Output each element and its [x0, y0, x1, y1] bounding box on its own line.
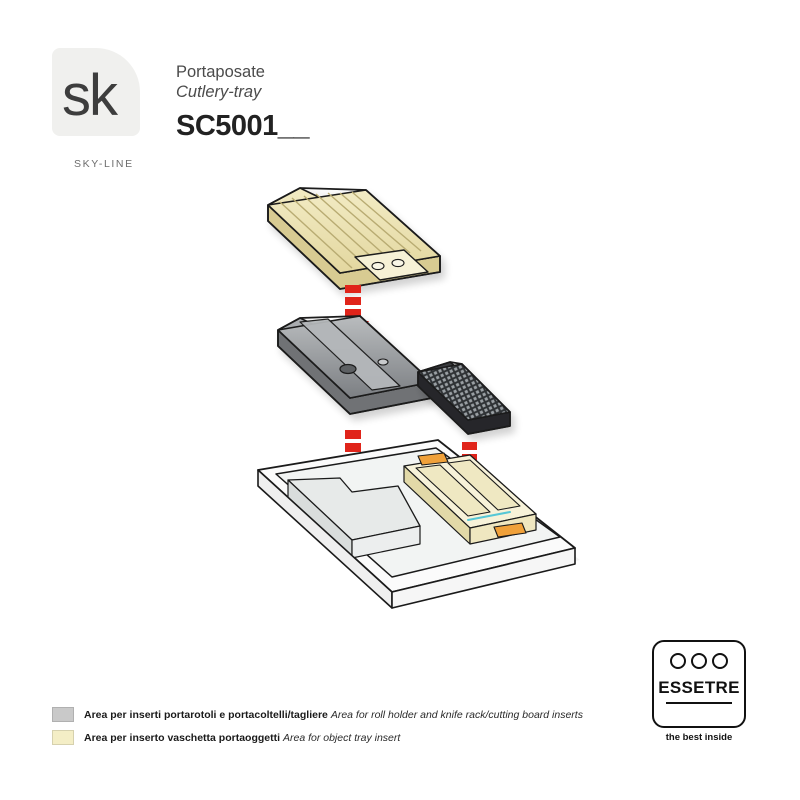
part-roll-holder-insert [267, 187, 441, 290]
legend-label-2-en: Area for object tray insert [282, 731, 401, 744]
legend-item: Area per inserti portarotoli e portacolt… [52, 703, 612, 726]
legend-item: Area per inserto vaschetta portaoggetti … [52, 726, 612, 749]
brand-logo: sk SKY-LINE [52, 48, 162, 178]
legend-label-1-it: Area per inserti portarotoli e portacolt… [84, 708, 328, 721]
logo-shape-icon [52, 48, 140, 136]
badge-brand: ESSETRE [658, 678, 740, 697]
red-assembly-arrow-3 [454, 442, 485, 498]
red-assembly-arrow-2 [337, 430, 369, 530]
essetre-badge: ESSETRE the best inside [652, 640, 748, 748]
logo-mark-text: sk [62, 63, 118, 128]
badge-tagline: the best inside [665, 732, 733, 743]
legend-label-2: Area per inserto vaschetta portaoggetti … [84, 732, 400, 744]
circle-icon [670, 653, 686, 669]
badge-dots [652, 653, 746, 669]
badge-divider [666, 702, 732, 704]
product-name-it: Portaposate [176, 63, 265, 81]
legend-label-1: Area per inserti portarotoli e portacolt… [84, 709, 583, 721]
legend-swatch-grey [52, 707, 74, 722]
red-assembly-arrow-1 [337, 285, 369, 341]
legend-label-2-it: Area per inserto vaschetta portaoggetti [84, 731, 281, 744]
product-name-en: Cutlery-tray [176, 83, 262, 101]
part-knife-rack-insert [277, 315, 433, 415]
legend-swatch-beige [52, 730, 74, 745]
legend-label-1-en: Area for roll holder and knife rack/cutt… [330, 708, 583, 721]
circle-icon [712, 653, 728, 669]
page-title: Portaposate Cutlery-tray SC5001__ [176, 62, 310, 143]
part-main-cutlery-tray [257, 439, 580, 609]
circle-icon [691, 653, 707, 669]
logo-subtitle: SKY-LINE [74, 158, 134, 170]
part-cutting-board-insert [417, 361, 511, 435]
legend: Area per inserti portarotoli e portacolt… [52, 703, 612, 749]
product-code: SC5001__ [176, 110, 310, 142]
